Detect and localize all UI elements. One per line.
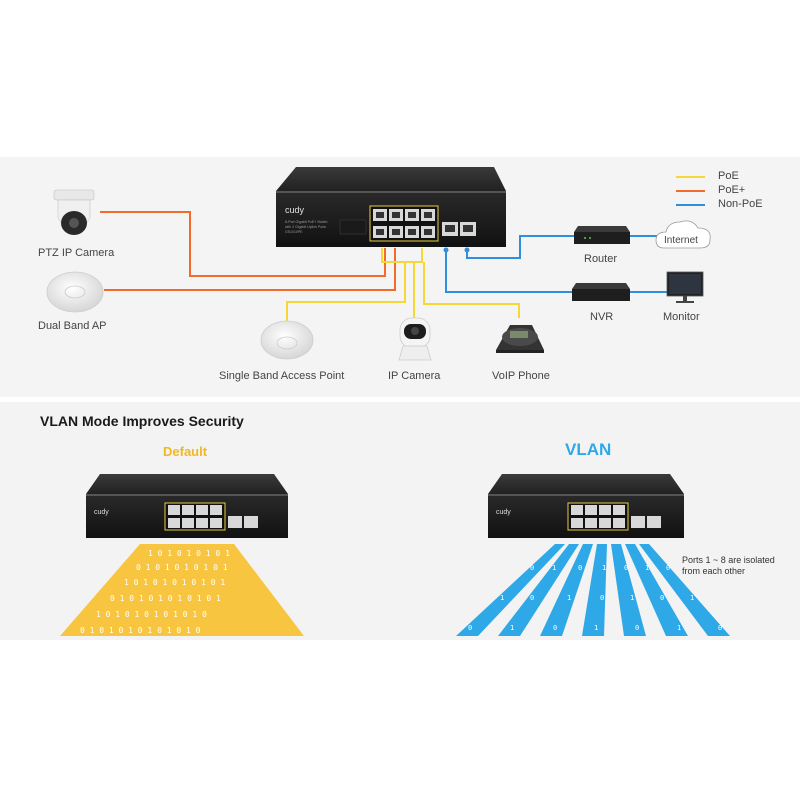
svg-text:1: 1 <box>510 624 514 632</box>
default-beam-bits: 1 0 1 0 1 0 1 0 1 0 1 0 1 0 1 0 1 0 1 1 … <box>80 549 230 635</box>
label-monitor: Monitor <box>663 311 700 323</box>
label-dual-band-ap: Dual Band AP <box>38 320 107 332</box>
svg-text:0: 0 <box>553 624 557 632</box>
svg-text:cudy: cudy <box>496 509 511 516</box>
svg-text:1: 1 <box>500 594 504 602</box>
svg-text:0: 0 <box>578 564 582 572</box>
label-voip-phone: VoIP Phone <box>492 370 550 382</box>
svg-text:0: 0 <box>600 594 604 602</box>
main-switch: cudy 8-Port Gigabit PoE+ Switch with 2 G… <box>276 167 506 247</box>
default-mode-title: Default <box>163 444 208 459</box>
svg-text:1 0 1 0 1 0 1 0 1: 1 0 1 0 1 0 1 0 1 <box>148 549 230 558</box>
internet-cloud-icon <box>655 220 711 249</box>
svg-text:0: 0 <box>660 594 664 602</box>
cable-ptz-camera <box>100 211 386 277</box>
svg-text:1 0 1 0 1 0 1 0 1 0 1: 1 0 1 0 1 0 1 0 1 0 1 <box>124 578 225 587</box>
legend-label-non-poe: Non-PoE <box>718 198 763 210</box>
svg-text:0: 0 <box>530 564 534 572</box>
svg-text:0: 0 <box>624 564 628 572</box>
router-icon <box>574 226 630 244</box>
svg-text:GS1010PE: GS1010PE <box>285 230 303 234</box>
vlan-mode-title: VLAN <box>565 440 612 459</box>
ip-camera-icon <box>398 317 432 361</box>
label-internet: Internet <box>664 235 698 246</box>
svg-text:1: 1 <box>552 564 556 572</box>
svg-text:0: 0 <box>666 564 670 572</box>
svg-text:1: 1 <box>630 594 634 602</box>
cable-dual-band-ap <box>104 248 396 291</box>
cable-router <box>466 235 574 259</box>
isolation-note: Ports 1 ~ 8 are isolated from each other <box>682 555 775 576</box>
label-nvr: NVR <box>590 311 614 323</box>
svg-text:0 1 0 1 0 1 0 1 0 1: 0 1 0 1 0 1 0 1 0 1 <box>136 563 228 572</box>
monitor-icon <box>666 271 704 303</box>
svg-text:0 1 0 1 0 1 0 1 0 1 0 1: 0 1 0 1 0 1 0 1 0 1 0 1 <box>110 594 221 603</box>
svg-text:with 2 Gigabit Uplink Ports: with 2 Gigabit Uplink Ports <box>285 225 326 229</box>
label-router: Router <box>584 253 618 265</box>
label-ptz-camera: PTZ IP Camera <box>38 247 115 259</box>
svg-text:1: 1 <box>690 594 694 602</box>
vlan-mode-illustration: 0 1 0 1 0 1 0 1 0 1 0 1 0 1 0 1 0 1 0 1 0 cudy <box>456 474 730 636</box>
legend <box>676 176 705 206</box>
svg-text:1 0 1 0 1 0 1 0 1 0 1 0: 1 0 1 0 1 0 1 0 1 0 1 0 <box>96 610 207 619</box>
vlan-section-heading: VLAN Mode Improves Security <box>40 413 244 429</box>
label-ip-camera: IP Camera <box>388 370 441 382</box>
svg-text:1: 1 <box>677 624 681 632</box>
svg-text:1: 1 <box>645 564 649 572</box>
svg-text:0 1 0 1 0 1 0 1 0 1 0 1 0: 0 1 0 1 0 1 0 1 0 1 0 1 0 <box>80 626 201 635</box>
cable-voip-phone <box>423 262 520 318</box>
cable-nvr <box>445 248 574 293</box>
svg-text:0: 0 <box>718 624 722 632</box>
svg-text:0: 0 <box>635 624 639 632</box>
svg-text:0: 0 <box>468 624 472 632</box>
poe-cables <box>286 248 520 323</box>
voip-phone-icon <box>496 325 544 353</box>
non-poe-cables <box>445 235 668 293</box>
dual-band-ap-icon <box>46 271 104 313</box>
switch-brand-logo: cudy <box>285 205 305 215</box>
default-data-beam <box>60 544 304 636</box>
ptz-camera-icon <box>53 189 95 235</box>
svg-text:0: 0 <box>530 594 534 602</box>
vlan-data-lanes <box>456 544 730 636</box>
single-band-ap-icon <box>260 320 314 360</box>
legend-label-poe-plus: PoE+ <box>718 184 746 196</box>
svg-text:1: 1 <box>602 564 606 572</box>
legend-label-poe: PoE <box>718 170 739 182</box>
svg-text:1: 1 <box>594 624 598 632</box>
svg-text:cudy: cudy <box>94 509 109 516</box>
nvr-icon <box>572 283 630 301</box>
cable-single-band-ap <box>286 262 406 323</box>
vlan-beam-bits: 0 1 0 1 0 1 0 1 0 1 0 1 0 1 0 1 0 1 0 1 0 <box>468 564 722 632</box>
default-mode-illustration: 1 0 1 0 1 0 1 0 1 0 1 0 1 0 1 0 1 0 1 1 … <box>60 474 304 636</box>
poe-port-group <box>369 205 439 242</box>
svg-text:1: 1 <box>567 594 571 602</box>
svg-text:8-Port Gigabit PoE+ Switch: 8-Port Gigabit PoE+ Switch <box>285 220 328 224</box>
label-single-band-ap: Single Band Access Point <box>219 370 345 382</box>
